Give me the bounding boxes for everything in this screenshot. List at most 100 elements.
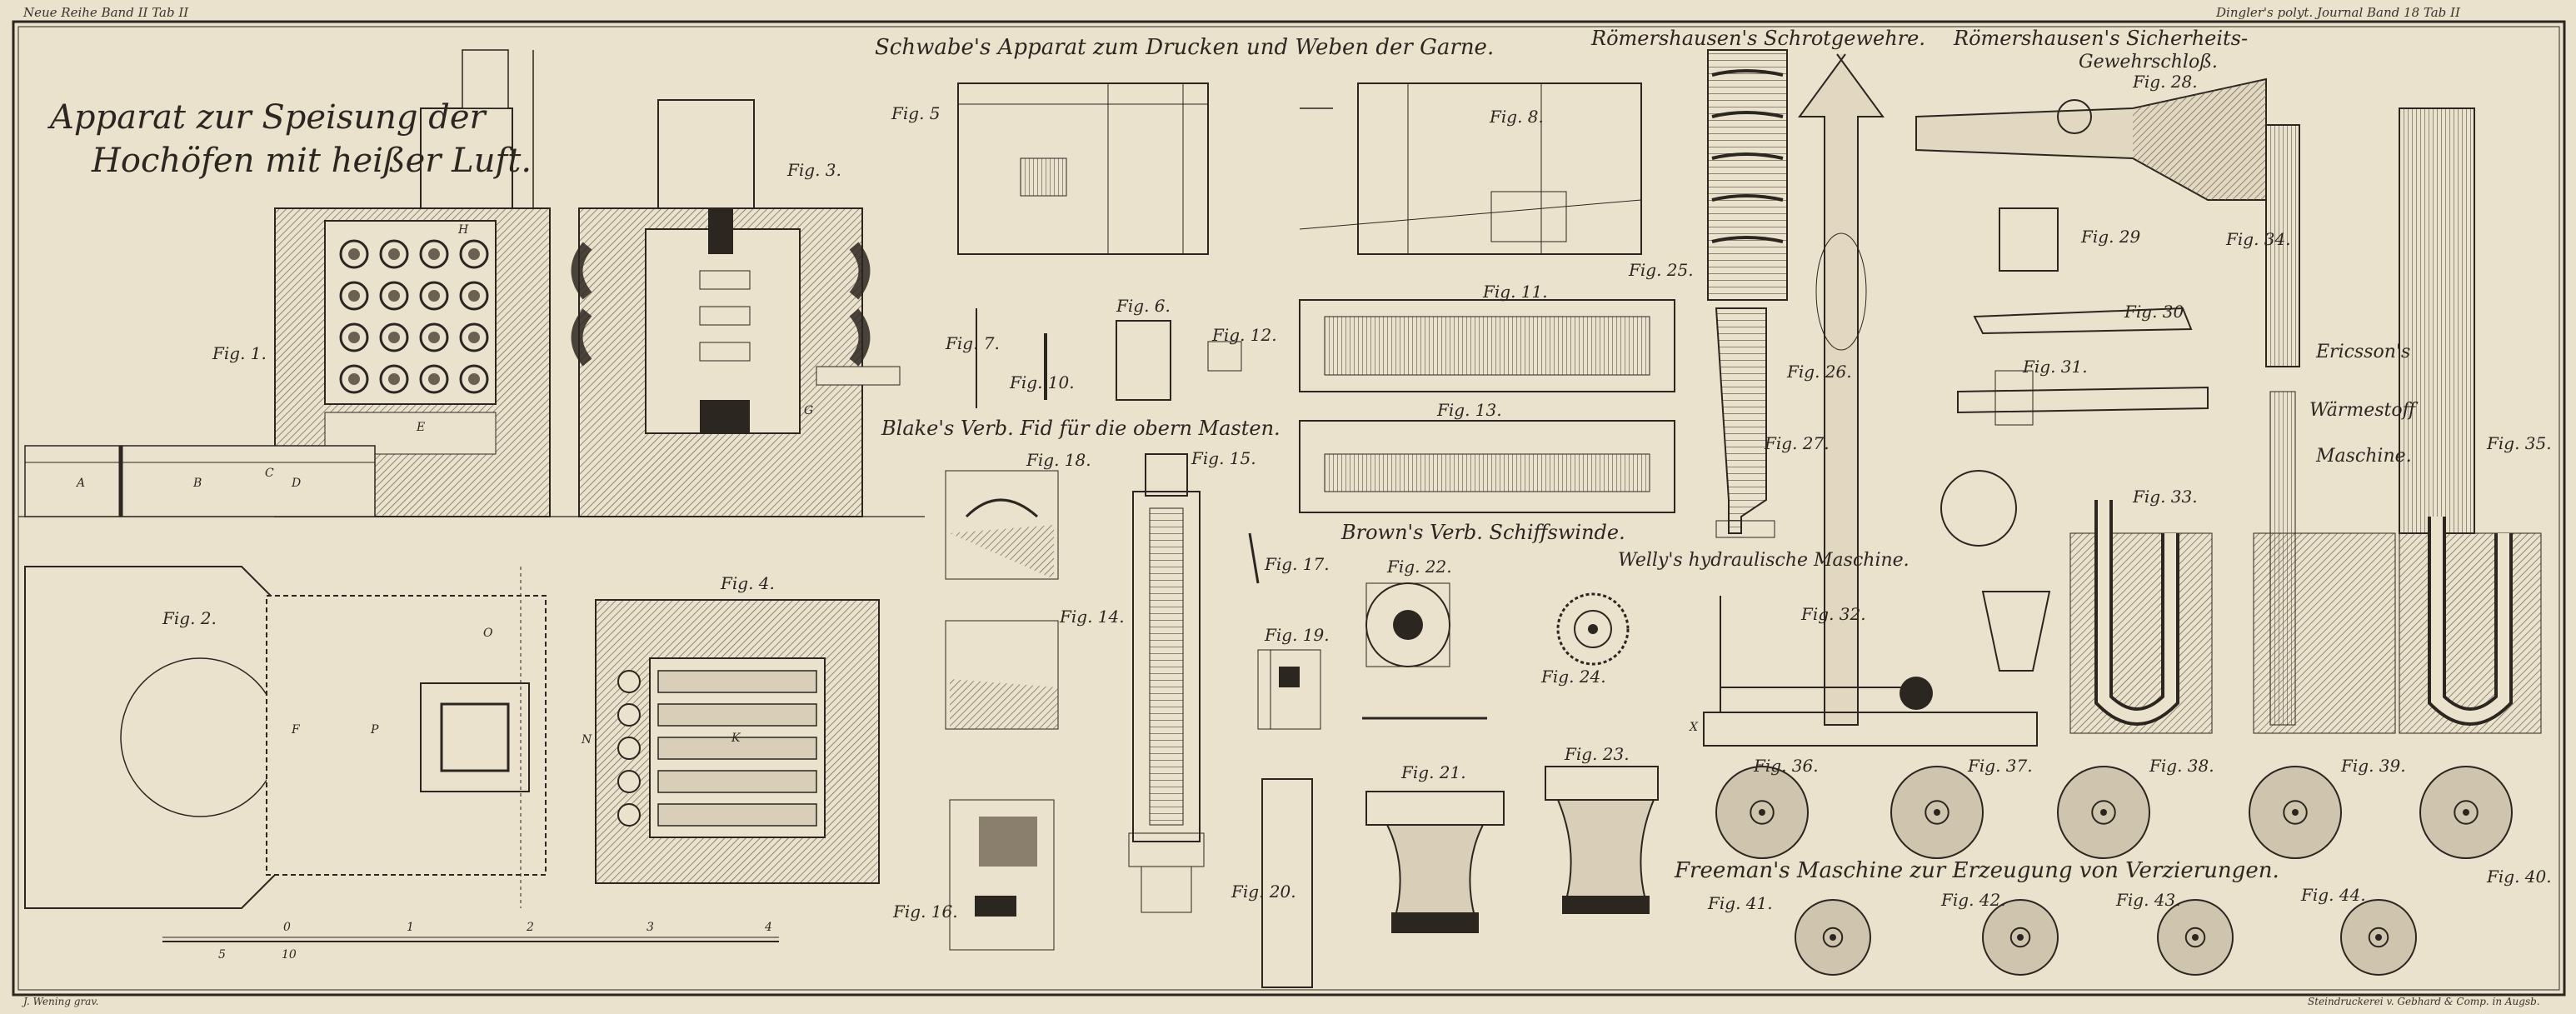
title-roemershausen: Römershausen's Schrotgewehre. — [1591, 27, 1925, 50]
ericsson-fig33 — [2069, 500, 2213, 734]
fig-label-29: Fig. 29 — [2081, 227, 2141, 247]
ref-letter-e: E — [417, 421, 426, 434]
fig20-drawing — [1261, 778, 1313, 988]
ref-letter-c: C — [265, 467, 274, 480]
heating-chamber-section-fig3 — [571, 99, 901, 517]
scale-tick-2: 2 — [527, 921, 534, 934]
tube-end — [617, 770, 641, 793]
disc-hub — [2368, 927, 2389, 948]
shot-barrel-fig27 — [1715, 307, 1775, 538]
pipe-bore — [348, 332, 360, 343]
scale-tick-3: 3 — [646, 921, 654, 934]
heater-tubes — [617, 670, 817, 827]
scale-tick-4: 4 — [765, 921, 772, 934]
fig6-drawing — [1116, 320, 1171, 401]
capstan-fig21 — [1365, 791, 1505, 933]
weaving-frame-fig5 — [957, 82, 1209, 255]
disc-centre — [2375, 934, 2382, 941]
fig17-drawing — [1248, 532, 1260, 584]
capstan-fig23 — [1545, 766, 1659, 914]
pipe-bore — [388, 248, 400, 260]
heater-tube — [657, 737, 817, 760]
fig-label-33: Fig. 33. — [2133, 487, 2198, 507]
fig-label-41: Fig. 41. — [1708, 893, 1773, 913]
fig12-drawing — [1207, 341, 1242, 372]
fig-label-8: Fig. 8. — [1490, 107, 1544, 127]
title-apparat-line1: Apparat zur Speisung der — [50, 98, 486, 137]
pipe-bore — [468, 290, 480, 302]
fig-label-2: Fig. 2. — [162, 608, 217, 628]
pipe-bore — [388, 290, 400, 302]
ref-letter-o: O — [483, 627, 493, 640]
gear-fig24 — [1556, 592, 1630, 666]
fig-label-27: Fig. 27. — [1765, 433, 1830, 453]
gun-fig28 — [1915, 77, 2267, 201]
pipe-bore — [388, 373, 400, 385]
pipe-bore — [468, 248, 480, 260]
fig-label-38: Fig. 38. — [2149, 756, 2214, 776]
fig-label-15: Fig. 15. — [1191, 448, 1256, 468]
pipe-bore — [388, 332, 400, 343]
fig-label-34: Fig. 34. — [2226, 229, 2291, 249]
pipe-bore — [428, 248, 440, 260]
fid-fig16 — [949, 799, 1055, 951]
disc-hub — [1750, 800, 1775, 825]
heater-tube — [657, 703, 817, 727]
lock-fig29 — [1999, 207, 2059, 272]
tube-end — [617, 803, 641, 827]
disc-centre — [2017, 934, 2024, 941]
pipe-bore — [348, 290, 360, 302]
heater-tube — [657, 803, 817, 827]
mast-fig15 — [1128, 453, 1205, 913]
ornament-discs — [1715, 766, 2513, 976]
disc-hub — [2009, 927, 2031, 948]
printer-credit: Steindruckerei v. Gebhard & Comp. in Aug… — [2308, 996, 2540, 1007]
plate-border — [12, 20, 2566, 997]
pipe-bore — [468, 373, 480, 385]
ref-letter-h: H — [458, 223, 469, 237]
fig-label-13: Fig. 13. — [1437, 400, 1502, 420]
disc-hub — [1822, 927, 1844, 948]
ref-letter-n: N — [582, 733, 592, 747]
pipe-bore — [428, 373, 440, 385]
furnace-plan-fig2 — [24, 566, 547, 909]
fig-label-40: Fig. 40. — [2487, 867, 2552, 887]
shot-barrel-fig25 — [1707, 49, 1788, 301]
title-ericsson-3: Maschine. — [2316, 446, 2412, 467]
title-brown: Brown's Verb. Schiffswinde. — [1341, 521, 1625, 544]
title-freeman: Freeman's Maschine zur Erzeugung von Ver… — [1675, 858, 2279, 883]
ericsson-fig35 — [2399, 107, 2542, 734]
fig-label-18: Fig. 18. — [1026, 450, 1091, 470]
heater-tube — [657, 670, 817, 693]
fig-label-20: Fig. 20. — [1231, 882, 1296, 902]
ref-letter-p: P — [371, 723, 379, 737]
fig-label-17: Fig. 17. — [1265, 554, 1330, 574]
engraver-credit: J. Wening grav. — [23, 996, 99, 1007]
fig-label-19: Fig. 19. — [1265, 625, 1330, 645]
pipe-bore — [428, 332, 440, 343]
fig-label-43: Fig. 43. — [2116, 890, 2181, 910]
fig-label-25: Fig. 25. — [1629, 260, 1694, 280]
fig-label-12: Fig. 12. — [1212, 325, 1277, 345]
disc-centre — [1759, 809, 1765, 816]
tube-end — [617, 670, 641, 693]
disc-centre — [2192, 934, 2199, 941]
disc-hub — [2091, 800, 2116, 825]
title-roemershausen-lock-2: Gewehrschloß. — [2079, 52, 2218, 72]
title-ericsson-2: Wärmestoff — [2309, 400, 2416, 421]
ericsson-fig34 — [2253, 124, 2396, 734]
plate-header-right: Dingler's polyt. Journal Band 18 Tab II — [2216, 5, 2460, 20]
title-schwabe: Schwabe's Apparat zum Drucken und Weben … — [875, 35, 1495, 60]
fig-label-4: Fig. 4. — [721, 573, 775, 593]
disc-hub — [2454, 800, 2479, 825]
fig-label-39: Fig. 39. — [2341, 756, 2406, 776]
fig-label-26: Fig. 26. — [1787, 362, 1852, 382]
ref-letter-g: G — [804, 404, 814, 417]
pipe-bore — [348, 248, 360, 260]
comb-frame-fig11 — [1299, 299, 1675, 392]
pipe-bore — [428, 290, 440, 302]
fig-label-24: Fig. 24. — [1541, 667, 1606, 687]
comb-frame-fig13 — [1299, 420, 1675, 513]
fig19-drawing — [1257, 649, 1321, 730]
fig-label-21: Fig. 21. — [1401, 762, 1466, 782]
